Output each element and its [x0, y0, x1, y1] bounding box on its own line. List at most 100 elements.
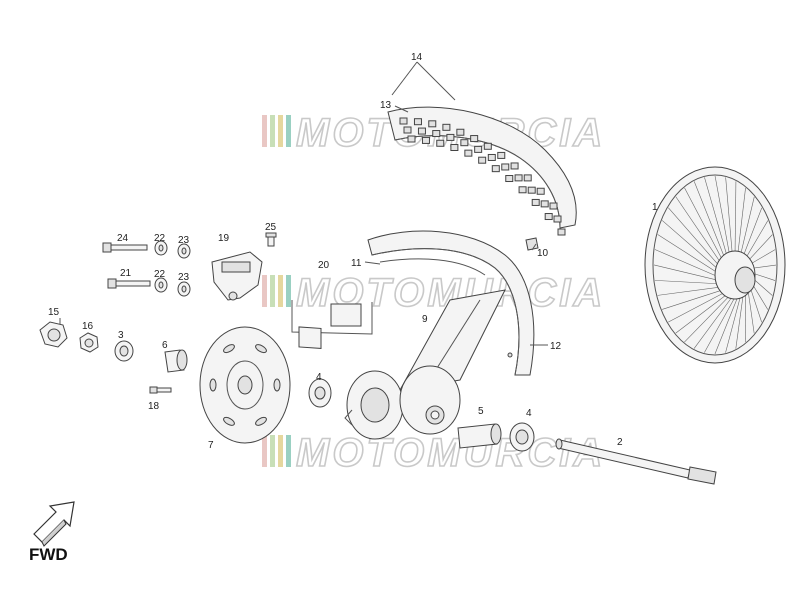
wheel-spoke [714, 291, 741, 355]
wheel-spoke [654, 280, 723, 285]
wheel-spoke [684, 187, 725, 264]
wheel-spoke [693, 181, 727, 262]
wheel-spoke [725, 177, 733, 258]
callout-22a: 22 [154, 233, 166, 244]
clip-10 [525, 237, 539, 251]
disc-hole [255, 344, 267, 354]
tyre-knob [483, 142, 492, 150]
watermark-stripe-3 [278, 275, 283, 307]
callout-14: 14 [411, 52, 423, 63]
disc-hole [223, 344, 235, 354]
watermark-stripe-3 [278, 435, 283, 467]
wheel-spoke [684, 292, 733, 343]
tyre-tread-knobs [399, 117, 566, 236]
watermark-stripe-1 [262, 115, 267, 147]
wheel-spoke [668, 207, 723, 270]
wheel-spoke [725, 290, 743, 353]
callout-5: 5 [478, 406, 484, 417]
callout-23a: 23 [178, 235, 190, 246]
wheel-spoke [662, 220, 722, 273]
bearing-3 [114, 340, 134, 362]
tyre-knob [553, 215, 562, 223]
wheel-spoke [675, 291, 731, 334]
watermark-stripe-1 [262, 435, 267, 467]
tyre-knob [510, 162, 519, 170]
washer-22a [154, 240, 168, 256]
callout-9: 9 [422, 314, 428, 325]
wheel-spoke [714, 175, 731, 259]
tyre-knob [501, 163, 510, 171]
watermark-text-bottom: MOTOMURCIA [296, 431, 605, 475]
bearing-left [308, 378, 332, 408]
tyre-knob [436, 139, 445, 147]
tyre-knob [446, 133, 455, 141]
bearing-right [509, 422, 535, 452]
wheel-spoke [653, 264, 722, 282]
tyre-knob [399, 117, 408, 125]
tyre-knob [442, 123, 451, 131]
callout-2: 2 [617, 437, 623, 448]
tyre-knob [460, 139, 469, 147]
callout-20: 20 [318, 260, 330, 271]
callout-7: 7 [208, 440, 214, 451]
tyre-knob [407, 135, 416, 143]
disc-hole [255, 416, 267, 426]
wheel-spoke [739, 196, 755, 259]
tyre-knob [514, 174, 523, 182]
tyre-knob [450, 144, 459, 152]
callout-10: 10 [537, 248, 549, 259]
wheel-spoke [654, 249, 722, 279]
wheel-spoke [735, 288, 745, 349]
callout-1: 1 [652, 202, 658, 213]
bolt-24 [102, 242, 148, 253]
fwd-label: FWD [29, 545, 68, 564]
callout-4a: 4 [316, 372, 322, 383]
spacer-6 [164, 349, 188, 373]
tyre-knob [497, 151, 506, 159]
bleed-screw [265, 232, 277, 247]
brake-disc [199, 326, 291, 444]
tyre-knob [523, 174, 532, 182]
axle-nut-15 [39, 321, 68, 348]
leader-lines [59, 61, 548, 346]
tyre-knob [536, 187, 545, 195]
tyre-knob [403, 126, 412, 134]
callout-19: 19 [218, 233, 230, 244]
callout-3: 3 [118, 330, 124, 341]
watermark-stripe-4 [286, 435, 291, 467]
watermark-stripe-2 [270, 115, 275, 147]
callout-labels: 1 2 3 4 4 5 6 7 9 10 11 12 13 14 15 16 1… [48, 52, 658, 451]
tyre-knob [518, 186, 527, 194]
tyre-knob [527, 186, 536, 194]
watermark-middle: MOTOMURCIA [262, 270, 603, 316]
tyre-knob [549, 202, 558, 210]
tyre-knob [470, 135, 479, 143]
callout-16: 16 [82, 321, 94, 332]
callout-6: 6 [162, 340, 168, 351]
callout-13: 13 [380, 100, 392, 111]
tyre-knob [432, 130, 441, 138]
tyre-knob [413, 118, 422, 126]
watermark-stripe-1 [262, 275, 267, 307]
hub-assembly [344, 289, 506, 440]
disc-hole [209, 378, 217, 392]
callout-12: 12 [550, 341, 562, 352]
tyre-knob [540, 200, 549, 208]
tyre-knob [531, 198, 540, 206]
knobby-tyre [387, 106, 577, 236]
tyre-knob [505, 175, 514, 183]
callout-4b: 4 [526, 408, 532, 419]
watermark-stripe-3 [278, 115, 283, 147]
watermark-stripe-4 [286, 115, 291, 147]
tyre-knob [544, 213, 553, 221]
wheel-axle [555, 438, 717, 485]
wheel-spoke [662, 288, 727, 310]
disc-cooling-holes [209, 344, 281, 426]
brake-pads [291, 300, 373, 349]
wheel-spoke [704, 177, 729, 260]
brake-caliper [211, 251, 263, 301]
tyre-knob [428, 120, 437, 128]
watermark-stripe-4 [286, 275, 291, 307]
mudguard [367, 230, 535, 376]
